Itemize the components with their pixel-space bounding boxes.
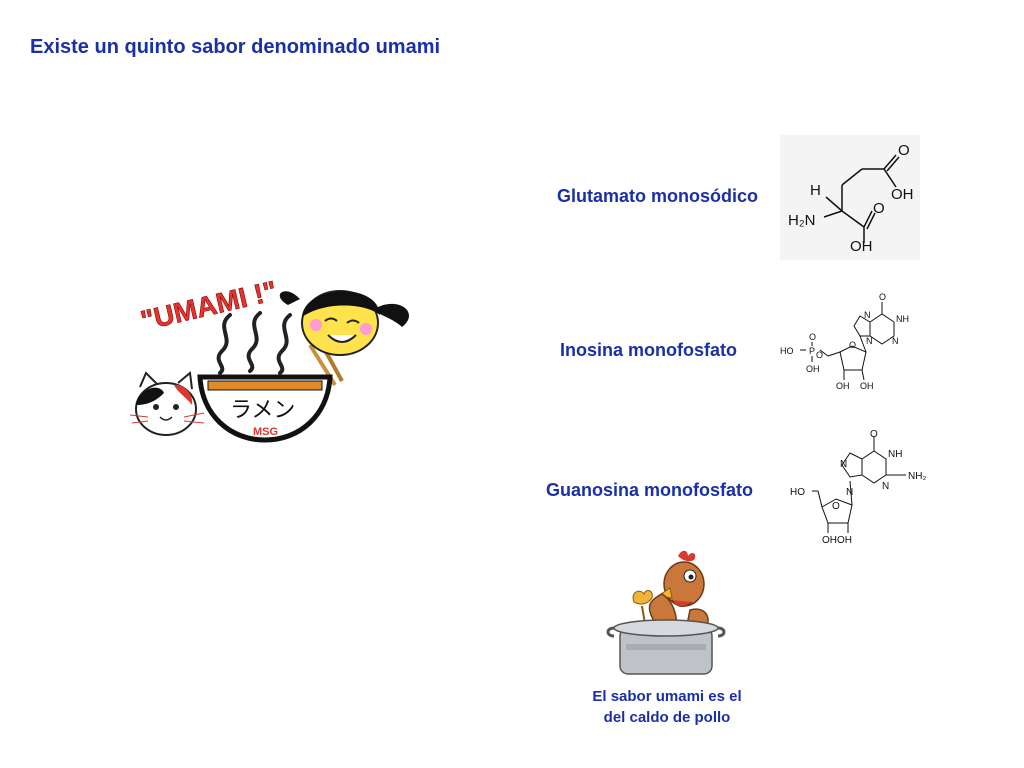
gmp-ho: HO [790,487,805,498]
imp-ho: HO [780,346,794,356]
imp-n3: N [866,336,873,346]
umami-ramen-illustration: "UMAMI !" ラメン MSG [129,275,409,443]
gmp-o1: O [870,429,878,440]
umami-banner-text: "UMAMI !" [138,275,280,336]
glu-oh-bottom: OH [850,238,873,255]
glu-h: H [810,182,821,199]
imp-p: P [809,346,815,356]
steam-icon [216,311,292,375]
compound-label-imp: Inosina monofosfato [560,340,737,360]
imp-o1: O [879,292,886,302]
slide-title: Existe un quinto sabor denominado umami [30,36,441,58]
imp-nh: NH [896,314,909,324]
gmp-ohoh: OHOH [822,535,852,546]
gmp-nh: NH [888,449,902,460]
cooking-pot-icon [606,619,726,675]
glu-nh2: H₂N [788,212,816,229]
imp-o-p-top: O [809,332,816,342]
lucky-cat-icon [129,371,205,436]
bowl-msg-text: MSG [253,426,278,438]
chicken-pot-illustration [606,550,726,675]
girl-face-icon [279,290,409,356]
gmp-structure: O NH NH₂ N N N HO O OHOH [790,429,926,546]
gmp-o-ring: O [832,501,840,512]
imp-n1: N [864,310,871,320]
chicken-icon [632,550,709,631]
compound-label-glutamate: Glutamato monosódico [557,186,759,206]
ramen-bowl-icon: ラメン MSG [197,374,333,443]
gmp-n2: N [882,481,889,492]
caption-line-1: El sabor umami es el [592,688,742,705]
imp-oh2: OH [860,381,874,391]
glu-oh-top: OH [891,186,914,203]
gmp-n3: N [846,487,853,498]
glu-o-mid: O [873,200,885,217]
glu-o-top: O [898,142,910,159]
compound-label-gmp: Guanosina monofosfato [546,480,753,500]
imp-structure: O NH N N N HO P O OH O O OH OH [780,292,909,391]
imp-n2: N [892,336,899,346]
imp-o-ring: O [849,340,856,350]
bowl-text: ラメン [230,398,295,423]
caption-line-2: del caldo de pollo [603,709,731,726]
imp-oh1: OH [836,381,850,391]
imp-o-link: O [816,350,823,360]
glutamate-structure: O OH H H₂N O OH [780,135,920,260]
gmp-n1: N [840,459,847,470]
imp-oh-p: OH [806,364,820,374]
chicken-caption: El sabor umami es el del caldo de pollo [560,686,774,728]
gmp-nh2: NH₂ [908,471,926,482]
